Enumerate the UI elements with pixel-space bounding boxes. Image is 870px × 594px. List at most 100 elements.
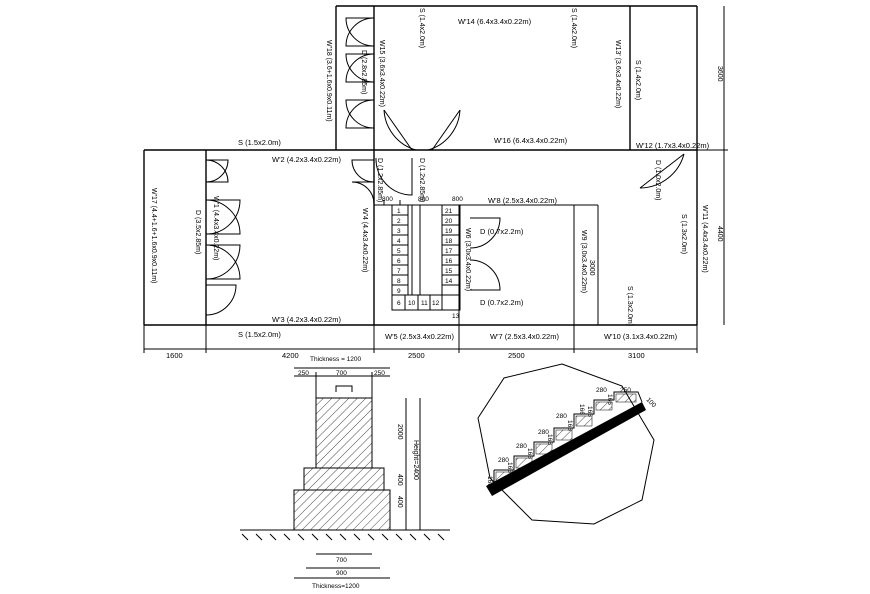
dim-bottom-4: 2500 [508, 351, 525, 360]
label-w17: W'17 (4.4+1.6+1.6x0.9x0.11m) [150, 188, 157, 283]
riser-label-1: 166 [506, 462, 513, 473]
stair-step-16: 16 [445, 258, 453, 265]
tread-label-1: 280 [596, 387, 607, 394]
label-d-stair-top: D (0.7x2.2m) [480, 227, 524, 236]
label-w12: W'12 (1.7x3.4x0.22m) [636, 141, 710, 150]
stair-dim-top-2: 800 [418, 196, 429, 203]
dim-right-2: 4400 [716, 226, 723, 242]
side-dim-1: 2000 [396, 424, 403, 440]
step-hatches [495, 393, 637, 483]
bottom-dim-1: 700 [336, 557, 347, 564]
stair-step-1: 1 [397, 208, 401, 215]
stair-step-5: 5 [397, 248, 401, 255]
slab-label: 100 [645, 396, 658, 409]
label-s-right2: S (1.3x2.0m) [626, 286, 633, 326]
label-d-w17: D (3.5x2.85m) [194, 210, 201, 254]
label-w7: W'7 (2.5x3.4x0.22m) [490, 332, 559, 341]
label-d-right: D (1.0x2.0m) [654, 160, 661, 200]
label-s-top-left: S (1.4x2.0m) [418, 8, 425, 48]
stair-bottom-1: 6 [397, 300, 401, 307]
label-s-top-right: S (1.4x2.0m) [570, 8, 577, 48]
stair-step-4: 4 [397, 238, 401, 245]
staircase [383, 200, 461, 311]
dim-bottom-5: 3100 [628, 351, 645, 360]
top-dim-2: 700 [336, 370, 347, 377]
label-w4: W'4 (4.4x3.4x0.22m) [361, 208, 368, 272]
stair-step-18: 18 [445, 238, 453, 245]
thickness-top: Thickness = 1200 [310, 356, 362, 363]
stair-step-19: 19 [445, 228, 453, 235]
stair-bottom-4: 12 [432, 300, 440, 307]
stair-dim-top-1: 800 [382, 196, 393, 203]
stair-bottom-3: 11 [421, 300, 428, 307]
floor-plan: W'14 (6.4x3.4x0.22m) W'16 (6.4x3.4x0.22m… [143, 5, 728, 360]
foundation-section: Thickness = 1200 250 700 250 2000 400 40… [240, 356, 450, 590]
label-w10: W'10 (3.1x3.4x0.22m) [604, 332, 678, 341]
stair-slab [486, 402, 646, 496]
label-w14: W'14 (6.4x3.4x0.22m) [458, 17, 532, 26]
label-s-row-top: S (1.5x2.0m) [238, 138, 281, 147]
label-d-stair-bot: D (0.7x2.2m) [480, 298, 524, 307]
door-swing-w4 [351, 157, 413, 205]
tread-label-3: 280 [556, 413, 567, 420]
door-swings-left [205, 159, 241, 316]
stair-step-17: 17 [445, 248, 453, 255]
riser-label-2: 166 [526, 448, 533, 459]
height-label: Height=2400 [412, 440, 419, 480]
tread-label-2: 250 [620, 387, 631, 394]
label-w13: W13' (3.6x3.4x0.22m) [614, 40, 621, 108]
tread-label-5: 280 [516, 443, 527, 450]
label-w18: W'18 (3.6+1.6x0.9x0.11m) [325, 40, 332, 122]
side-dim-3: 400 [396, 496, 403, 508]
stair-step-14: 14 [445, 278, 453, 285]
dim-bottom-3: 2500 [408, 351, 425, 360]
bottom-dim-2: 900 [336, 570, 347, 577]
foundation-step [303, 467, 385, 491]
stair-step-2: 2 [397, 218, 401, 225]
dim-right-1: 3600 [716, 66, 723, 82]
tread-label-4: 280 [538, 429, 549, 436]
label-w6: W6 (3.0x3.4x0.22m) [464, 228, 471, 291]
label-w15: W15 (3.6x3.4x0.22m) [378, 40, 385, 107]
stair-step-21: 21 [445, 208, 453, 215]
foundation-base [293, 489, 391, 531]
stair-step-13: 13 [452, 313, 460, 320]
ground-hatch [241, 533, 445, 541]
label-s-r-top: S (1.4x2.0m) [634, 60, 641, 100]
tread-label-6: 280 [498, 457, 509, 464]
dim-stair-right: 3000 [588, 260, 595, 276]
label-d-mid2: D (1.2x2.85m) [418, 158, 425, 202]
label-w9: W9 (3.0x3.4x0.22m) [580, 230, 587, 293]
label-w8: W'8 (2.5x3.4x0.22m) [488, 196, 557, 205]
label-s-right: S (1.3x2.0m) [680, 214, 687, 254]
stair-step-8: 8 [397, 278, 401, 285]
stair-step-9: 9 [397, 288, 401, 295]
dim-bottom-2: 4200 [282, 351, 299, 360]
label-w11: W'11 (4.4x3.4x0.22m) [701, 205, 708, 273]
riser-label-8: 166 [578, 404, 585, 415]
top-dim-3: 250 [374, 370, 385, 377]
label-d-top: D (2.8x2.85m) [360, 50, 367, 94]
door-swing-stair [469, 217, 501, 291]
foundation-column [315, 397, 373, 469]
dim-bottom-1: 1600 [166, 351, 183, 360]
label-s-row-bot: S (1.5x2.0m) [238, 330, 281, 339]
side-dim-2: 400 [396, 474, 403, 486]
door-swing-right [639, 153, 685, 189]
label-w1: W'1 (4.4x3.4x0.22m) [212, 196, 219, 260]
stair-steps [493, 391, 643, 486]
column-cap [335, 385, 353, 392]
stair-detail: 280 250 280 280 280 280 166 166 166 166 … [477, 363, 658, 525]
label-d-mid1: D (1.2x2.85m) [376, 158, 383, 202]
riser-label-7: 166 [486, 476, 493, 487]
thickness-bottom: Thickness=1200 [312, 583, 360, 590]
riser-label-3: 166 [546, 434, 553, 445]
stair-bottom-2: 10 [408, 300, 416, 307]
stair-dim-top-3: 800 [452, 196, 463, 203]
stair-step-15: 15 [445, 268, 453, 275]
label-w3: W'3 (4.2x3.4x0.22m) [272, 315, 341, 324]
label-w5: W'5 (2.5x3.4x0.22m) [385, 332, 454, 341]
stair-step-6: 6 [397, 258, 401, 265]
label-w16: W'16 (6.4x3.4x0.22m) [494, 136, 568, 145]
